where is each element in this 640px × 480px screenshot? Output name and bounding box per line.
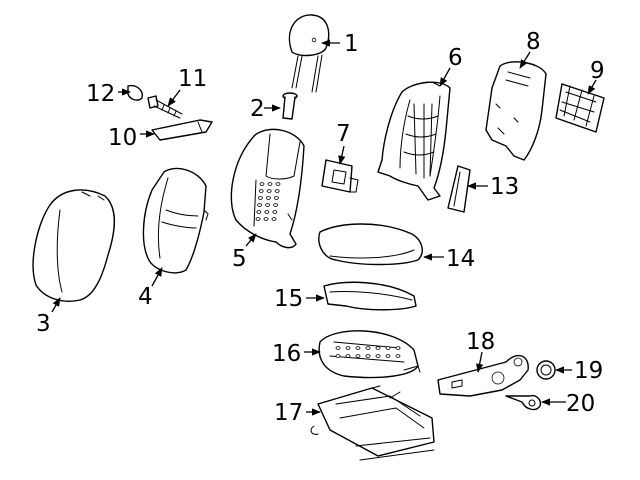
callout-10: 10 — [108, 125, 137, 151]
perforation-hole — [266, 189, 272, 193]
part-seat-pad — [323, 281, 417, 311]
callout-15: 15 — [274, 286, 303, 312]
part-headrest — [288, 14, 330, 93]
perforation-hole — [257, 196, 263, 200]
perforation-hole — [256, 210, 262, 214]
part-headrest-guide — [282, 92, 298, 120]
callout-6: 6 — [448, 45, 463, 71]
callout-14: 14 — [446, 246, 475, 272]
perforation-hole — [271, 217, 277, 221]
perforation-hole — [265, 196, 271, 200]
part-seat-cushion — [318, 330, 421, 379]
perforation-hole — [345, 346, 351, 350]
perforation-hole — [273, 196, 279, 200]
part-cap — [127, 84, 143, 101]
perforation-hole — [355, 354, 361, 358]
part-bracket — [321, 159, 359, 193]
callout-3: 3 — [36, 311, 51, 337]
perforation-hole — [274, 189, 280, 193]
perforation-hole — [275, 182, 281, 186]
part-map-pocket-net — [555, 83, 605, 133]
part-lever — [505, 394, 542, 411]
perforation-hole — [265, 203, 271, 207]
callout-4: 4 — [138, 284, 153, 310]
part-backrest-pad — [142, 167, 209, 274]
perforation-hole — [365, 354, 371, 358]
part-side-trim — [151, 119, 213, 141]
perforation-hole — [264, 210, 270, 214]
leader-lines — [51, 39, 597, 416]
perforation-hole — [395, 346, 401, 350]
perforation-hole — [365, 346, 371, 350]
callout-17: 17 — [274, 400, 303, 426]
callout-11: 11 — [178, 66, 207, 92]
callout-8: 8 — [526, 29, 541, 55]
perforation-hole — [395, 354, 401, 358]
callout-19: 19 — [574, 358, 603, 384]
perforation-hole — [335, 354, 341, 358]
perforation-hole — [385, 354, 391, 358]
callout-7: 7 — [336, 121, 351, 147]
callout-18: 18 — [466, 329, 495, 355]
part-backrest-cushion — [230, 128, 305, 249]
perforation-hole — [385, 346, 391, 350]
part-seat-frame — [310, 385, 435, 461]
perforation-hole — [255, 217, 261, 221]
part-backrest-cover — [32, 189, 116, 302]
part-backrest-frame — [377, 81, 451, 201]
callout-16: 16 — [272, 341, 301, 367]
callout-13: 13 — [490, 174, 519, 200]
part-knob — [536, 360, 556, 380]
callout-labels: 1 2 3 4 5 6 7 8 9 10 11 12 13 14 15 16 1… — [36, 29, 605, 426]
perforation-hole — [375, 354, 381, 358]
perforation-hole — [355, 346, 361, 350]
callout-20: 20 — [566, 391, 595, 417]
perforation-hole — [375, 346, 381, 350]
callout-12: 12 — [86, 81, 115, 107]
callout-2: 2 — [250, 96, 265, 122]
part-side-shield — [437, 354, 529, 397]
part-seat-cover — [318, 223, 423, 266]
part-bolt — [147, 95, 183, 119]
callout-5: 5 — [232, 246, 247, 272]
callout-1: 1 — [344, 31, 359, 57]
part-back-panel — [485, 61, 547, 161]
perforation-hole — [345, 354, 351, 358]
perforation-hole — [263, 217, 269, 221]
part-side-strip — [447, 165, 471, 213]
callout-9: 9 — [590, 58, 605, 84]
perforation-hole — [273, 203, 279, 207]
perforation-hole — [272, 210, 278, 214]
perforation-hole — [259, 182, 265, 186]
perforation-hole — [258, 189, 264, 193]
perforation-hole — [335, 346, 341, 350]
perforation-hole — [257, 203, 263, 207]
perforation-hole — [267, 182, 273, 186]
